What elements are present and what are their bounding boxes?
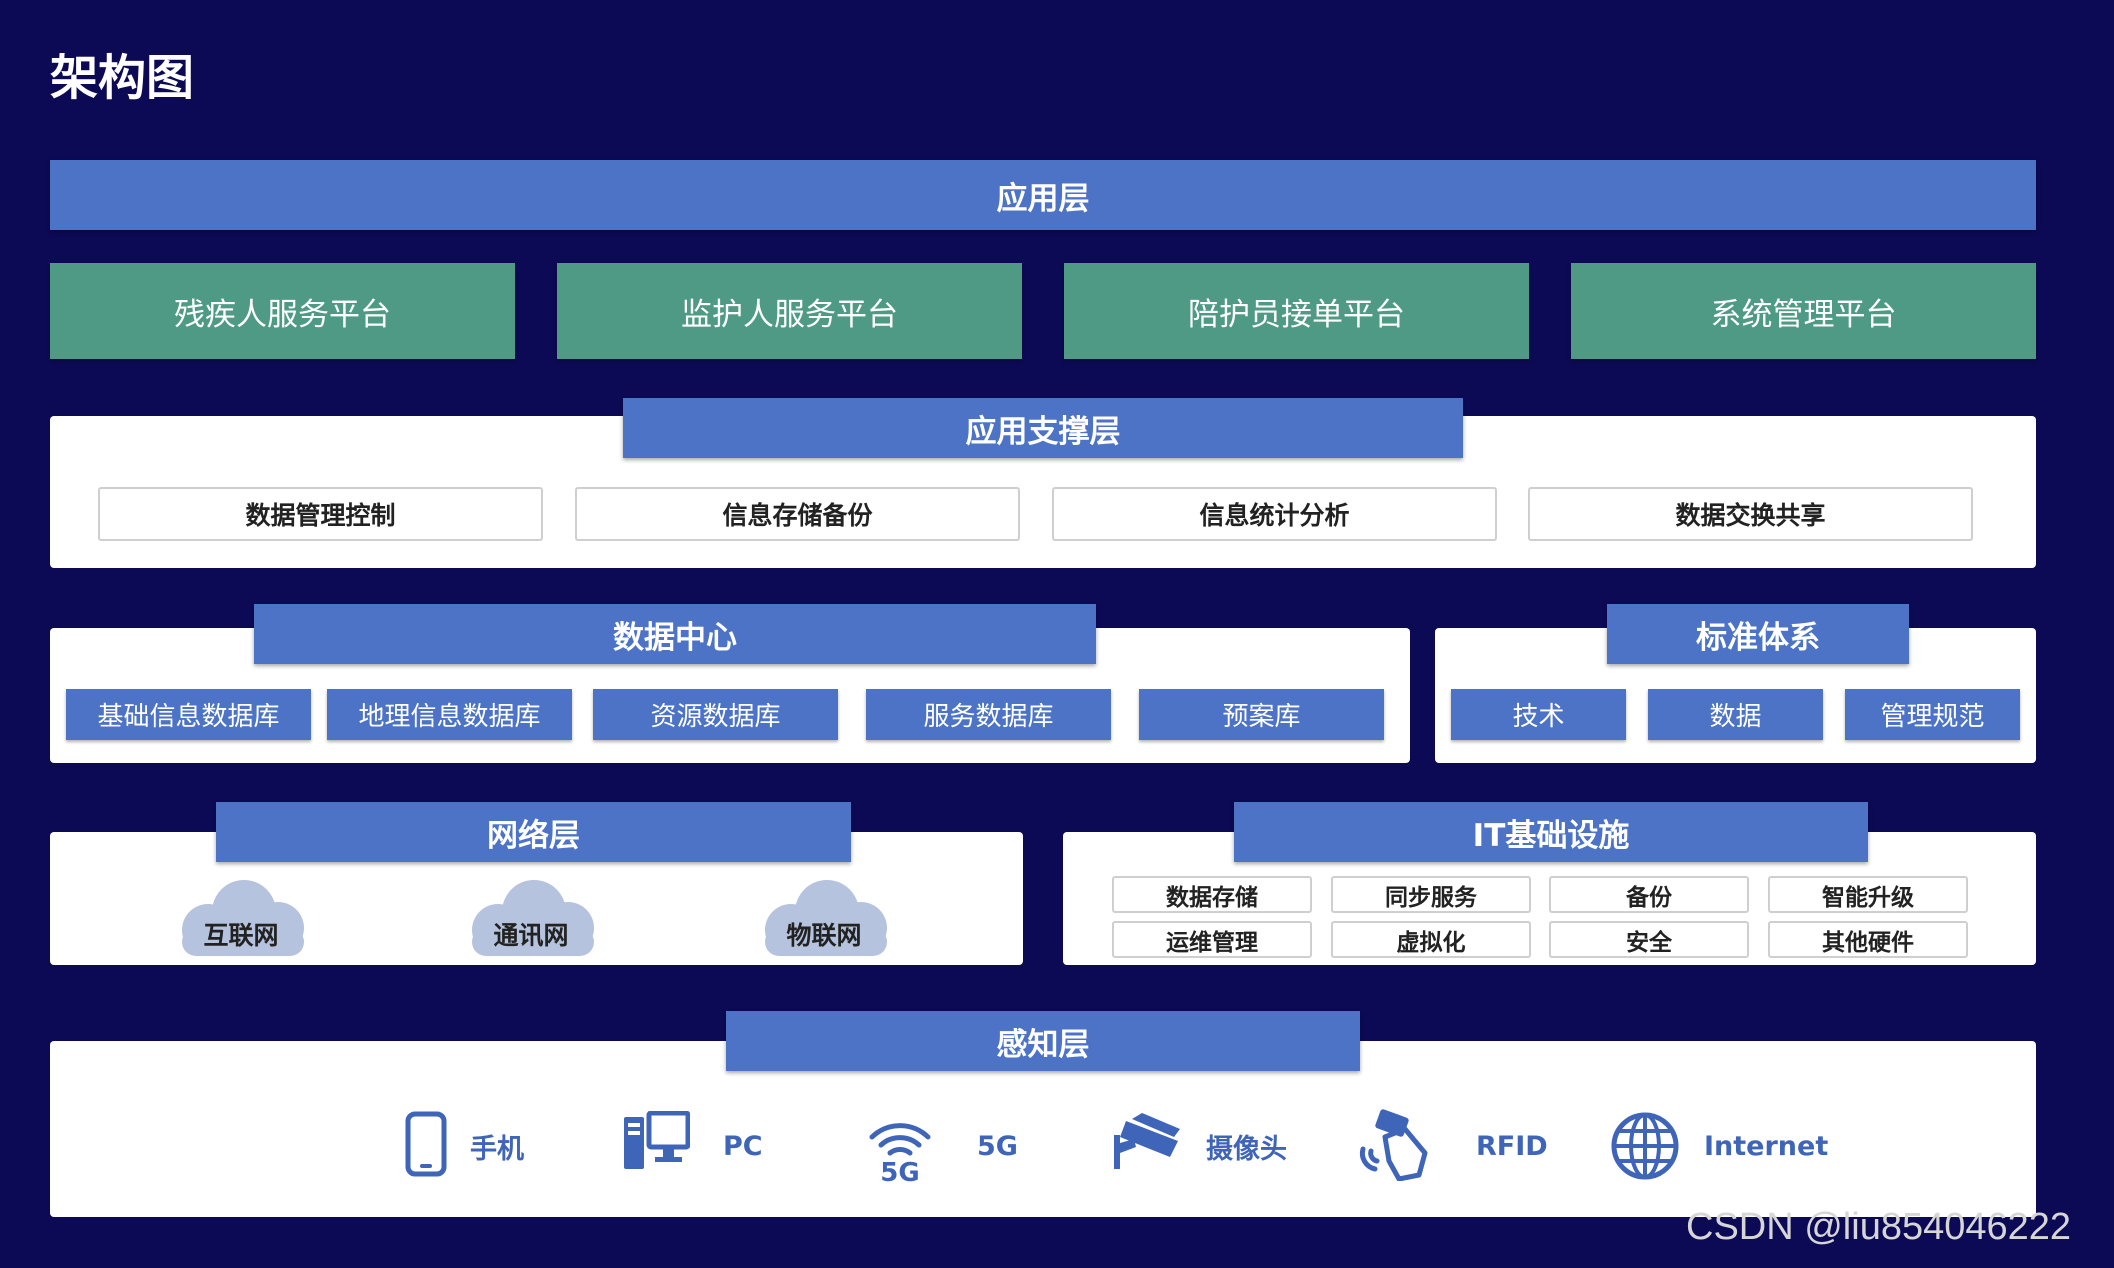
page-title: 架构图 [50, 50, 195, 106]
device-label-phone: 手机 [470, 1134, 524, 1165]
infra-backup[interactable]: 备份 [1549, 876, 1749, 913]
infra-security[interactable]: 安全 [1549, 921, 1749, 958]
support-layer-header: 应用支撑层 [623, 398, 1463, 458]
watermark: CSDN @liu854046222 [1686, 1206, 2072, 1248]
cloud-telecom[interactable]: 通讯网 [456, 878, 606, 958]
db-geographic-info[interactable]: 地理信息数据库 [327, 689, 572, 740]
data-center-header: 数据中心 [254, 604, 1096, 664]
infra-sync-service[interactable]: 同步服务 [1331, 876, 1531, 913]
svg-text:5G: 5G [880, 1158, 919, 1183]
infra-operations[interactable]: 运维管理 [1112, 921, 1312, 958]
support-item-storage-backup[interactable]: 信息存储备份 [575, 487, 1020, 541]
cloud-iot[interactable]: 物联网 [749, 878, 899, 958]
support-item-data-exchange[interactable]: 数据交换共享 [1528, 487, 1973, 541]
app-layer-header: 应用层 [50, 160, 2036, 230]
5g-signal-icon: 5G [869, 1123, 931, 1183]
camera-icon [1114, 1113, 1180, 1169]
db-services[interactable]: 服务数据库 [866, 689, 1111, 740]
db-contingency-plans[interactable]: 预案库 [1139, 689, 1384, 740]
globe-icon [1611, 1112, 1679, 1180]
platform-disabled-services[interactable]: 残疾人服务平台 [50, 263, 515, 359]
it-infra-header: IT基础设施 [1234, 802, 1868, 862]
support-item-data-management[interactable]: 数据管理控制 [98, 487, 543, 541]
cloud-label: 互联网 [203, 921, 279, 950]
cloud-icon [472, 880, 594, 956]
pc-icon [624, 1111, 690, 1169]
infra-data-storage[interactable]: 数据存储 [1112, 876, 1312, 913]
platform-system-management[interactable]: 系统管理平台 [1571, 263, 2036, 359]
cloud-label: 物联网 [786, 921, 862, 950]
cloud-internet[interactable]: 互联网 [166, 878, 316, 958]
mobile-phone-icon [405, 1111, 447, 1177]
cloud-icon [765, 880, 887, 956]
device-label-internet: Internet [1704, 1131, 1829, 1162]
platform-guardian-services[interactable]: 监护人服务平台 [557, 263, 1022, 359]
device-label-rfid: RFID [1476, 1131, 1548, 1162]
db-basic-info[interactable]: 基础信息数据库 [66, 689, 311, 740]
device-label-5g: 5G [977, 1131, 1018, 1162]
standards-header: 标准体系 [1607, 604, 1909, 664]
cloud-icon [182, 880, 304, 956]
device-label-camera: 摄像头 [1206, 1134, 1287, 1165]
standard-data[interactable]: 数据 [1648, 689, 1823, 740]
perception-layer-header: 感知层 [726, 1011, 1360, 1071]
infra-smart-upgrade[interactable]: 智能升级 [1768, 876, 1968, 913]
standard-management[interactable]: 管理规范 [1845, 689, 2020, 740]
rfid-icon [1359, 1109, 1428, 1181]
db-resources[interactable]: 资源数据库 [593, 689, 838, 740]
infra-virtualization[interactable]: 虚拟化 [1331, 921, 1531, 958]
device-label-pc: PC [723, 1131, 763, 1162]
network-layer-header: 网络层 [216, 802, 851, 862]
support-item-label: 信息存储备份 [722, 501, 873, 530]
platform-caregiver-orders[interactable]: 陪护员接单平台 [1064, 263, 1529, 359]
standard-technology[interactable]: 技术 [1451, 689, 1626, 740]
cloud-label: 通讯网 [493, 921, 569, 950]
infra-other-hardware[interactable]: 其他硬件 [1768, 921, 1968, 958]
support-item-statistics[interactable]: 信息统计分析 [1052, 487, 1497, 541]
